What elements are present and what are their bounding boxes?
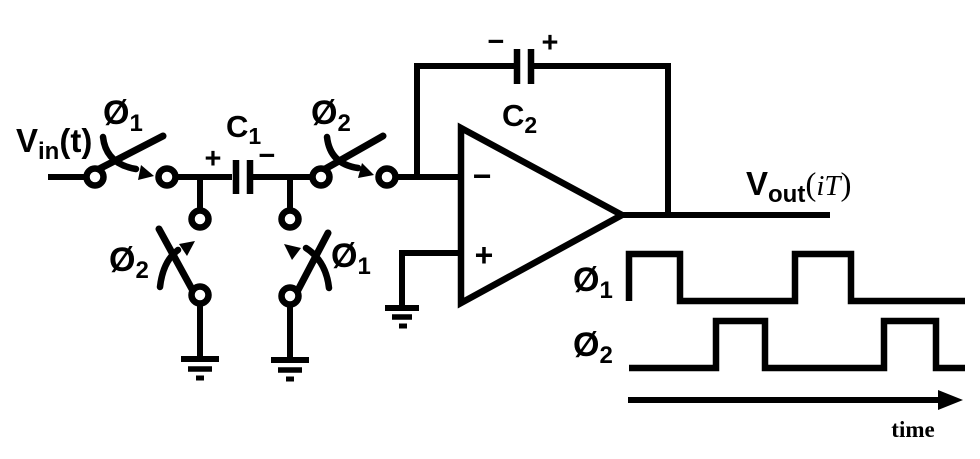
switch-phi1-series xyxy=(83,132,179,189)
capacitor-c2 xyxy=(513,49,535,84)
time-axis: time xyxy=(628,390,963,442)
switch-phi2-shunt xyxy=(155,207,212,307)
c2-label: C2 xyxy=(502,98,537,138)
opamp-noninverting-sign: + xyxy=(475,237,494,273)
switch-arrowhead-icon xyxy=(358,163,374,178)
time-axis-label: time xyxy=(891,417,934,442)
switch-terminal xyxy=(278,284,302,308)
switch-actuation-arc xyxy=(99,133,140,173)
phi2-shunt-switch-label: Ø2 xyxy=(109,241,149,284)
ground-symbol-right xyxy=(271,357,309,382)
waveform-phi1-trace xyxy=(625,250,965,305)
wires xyxy=(48,63,830,357)
ground-symbol-opamp xyxy=(385,305,419,329)
phi1-shunt-switch-label: Ø1 xyxy=(331,237,371,280)
opamp: − + xyxy=(457,122,629,309)
switch-arm xyxy=(293,229,332,296)
switch-terminal xyxy=(155,165,179,189)
opamp-triangle xyxy=(457,122,629,309)
phi1-series-switch-label: Ø1 xyxy=(103,94,143,137)
switch-actuation-arc xyxy=(156,246,182,291)
switch-terminal xyxy=(188,207,212,231)
c1-label: C1 xyxy=(226,109,261,149)
time-axis-arrowhead-icon xyxy=(938,390,963,410)
clock-waveform-phi1: Ø1 xyxy=(573,250,965,305)
clock-waveform-phi2: Ø2 xyxy=(573,317,965,372)
switch-terminal xyxy=(278,207,302,231)
capacitor-c1 xyxy=(232,160,254,194)
switch-actuation-arc xyxy=(302,244,333,292)
switch-phi2-series xyxy=(309,132,399,189)
opamp-inverting-sign: − xyxy=(473,158,492,194)
c2-minus-sign: − xyxy=(488,26,505,58)
ground-symbol-left xyxy=(181,356,219,381)
waveform-phi1-label: Ø1 xyxy=(573,261,613,304)
switch-arrowhead-icon xyxy=(284,244,301,260)
switch-arrowhead-icon xyxy=(179,241,195,256)
switch-arm xyxy=(95,132,167,173)
c2-plus-sign: + xyxy=(542,27,559,59)
switch-arrowhead-icon xyxy=(138,165,154,180)
switch-actuation-arc xyxy=(323,133,362,172)
c1-plus-sign: + xyxy=(205,143,222,175)
switch-terminal xyxy=(83,165,107,189)
waveform-phi2-trace xyxy=(629,317,965,372)
switch-terminal xyxy=(375,165,399,189)
vout-label: Vout(iT) xyxy=(746,165,852,208)
switch-arm xyxy=(321,132,387,173)
waveform-phi2-label: Ø2 xyxy=(573,326,613,369)
switch-phi1-shunt xyxy=(278,207,333,308)
switch-terminal xyxy=(309,165,333,189)
phi2-series-switch-label: Ø2 xyxy=(311,94,351,137)
switch-arm xyxy=(155,225,197,295)
switch-terminal xyxy=(188,283,212,307)
vin-label: Vin(t) xyxy=(16,122,92,165)
c1-minus-sign: − xyxy=(259,140,276,172)
